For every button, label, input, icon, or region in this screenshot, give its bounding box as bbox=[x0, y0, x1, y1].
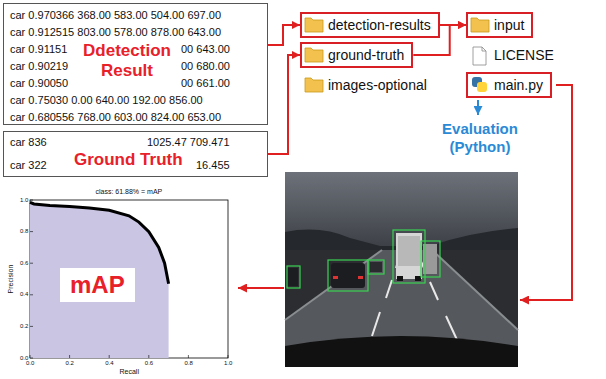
tick-label: 1.0 bbox=[20, 197, 28, 204]
tick-label: 0.2 bbox=[20, 323, 28, 330]
folder-item: detection-results bbox=[300, 12, 440, 38]
overlay-label: Ddetection Result bbox=[77, 41, 177, 81]
node-label: images-optional bbox=[328, 76, 427, 94]
map-badge: mAP bbox=[60, 268, 135, 302]
data-line: 16.455 bbox=[196, 159, 230, 172]
node-label: detection-results bbox=[328, 16, 431, 34]
folder-item: input bbox=[466, 12, 533, 38]
tick-label: 0.4 bbox=[20, 291, 28, 298]
tick-label: 0.6 bbox=[145, 360, 153, 367]
data-line: 1025.47 709.471 bbox=[147, 136, 230, 149]
tick-label: 0.4 bbox=[105, 360, 113, 367]
data-line: car 0.90050 bbox=[10, 77, 68, 90]
pr-chart bbox=[30, 200, 228, 358]
data-line: car 836 bbox=[10, 136, 47, 149]
data-line: 00 643.00 bbox=[181, 43, 230, 56]
detection-file: Ddetection Result car 0.970366 368.00 583… bbox=[3, 3, 268, 125]
connector bbox=[268, 25, 300, 45]
file-item: LICENSE bbox=[466, 42, 563, 68]
data-line: car 0.90219 bbox=[10, 60, 68, 73]
data-line: car 0.91151 bbox=[10, 43, 67, 56]
ground-truth-file: Ground Truth car 836 1025.47 709.471 car 32… bbox=[3, 131, 268, 177]
data-line: car 322 bbox=[10, 159, 47, 172]
data-line: 00 661.00 bbox=[181, 77, 230, 90]
tick-label: 0.8 bbox=[184, 360, 192, 367]
file-icon bbox=[473, 47, 486, 65]
data-line: car 0.970366 368.00 583.00 504.00 697.00 bbox=[10, 9, 221, 22]
tick-label: 0.8 bbox=[20, 228, 28, 235]
node-label: LICENSE bbox=[494, 46, 554, 64]
tick-label: 0.0 bbox=[26, 360, 34, 367]
data-line: 00 680.00 bbox=[181, 60, 230, 73]
data-line: car 0.912515 803.00 578.00 878.00 643.00 bbox=[10, 26, 221, 39]
axis-label: Recall bbox=[120, 368, 139, 376]
node-label: ground-truth bbox=[328, 46, 404, 64]
eval-label: Evaluation (Python) bbox=[420, 120, 540, 156]
tick-label: 0.2 bbox=[66, 360, 74, 367]
folder-item: images-optional bbox=[300, 72, 436, 98]
script-file: main.py bbox=[466, 72, 552, 98]
flow-arrow bbox=[238, 287, 284, 289]
overlay-label: Ground Truth bbox=[74, 150, 183, 170]
flow-arrow bbox=[520, 85, 572, 300]
pr-chart: class: 61.88% = mAP PrecisionRecall 0.0 0.2… bbox=[5, 186, 235, 378]
tick-label: 1.0 bbox=[224, 360, 232, 367]
node-label: mAP bbox=[70, 271, 125, 299]
road-photo bbox=[285, 172, 518, 367]
data-line: car 0.75030 0.00 640.00 192.00 856.00 bbox=[10, 94, 203, 107]
python-icon bbox=[472, 77, 487, 92]
chart-title: class: 61.88% = mAP bbox=[96, 188, 163, 196]
node-label: input bbox=[494, 16, 524, 34]
data-line: car 0.680556 768.00 603.00 824.00 653.00 bbox=[10, 111, 221, 124]
eval-arrow bbox=[477, 100, 479, 115]
folder-item: ground-truth bbox=[300, 42, 413, 68]
connector bbox=[268, 55, 300, 154]
axis-label: Precision bbox=[7, 265, 15, 294]
tick-label: 0.6 bbox=[20, 260, 28, 267]
node-label: main.py bbox=[494, 76, 543, 94]
